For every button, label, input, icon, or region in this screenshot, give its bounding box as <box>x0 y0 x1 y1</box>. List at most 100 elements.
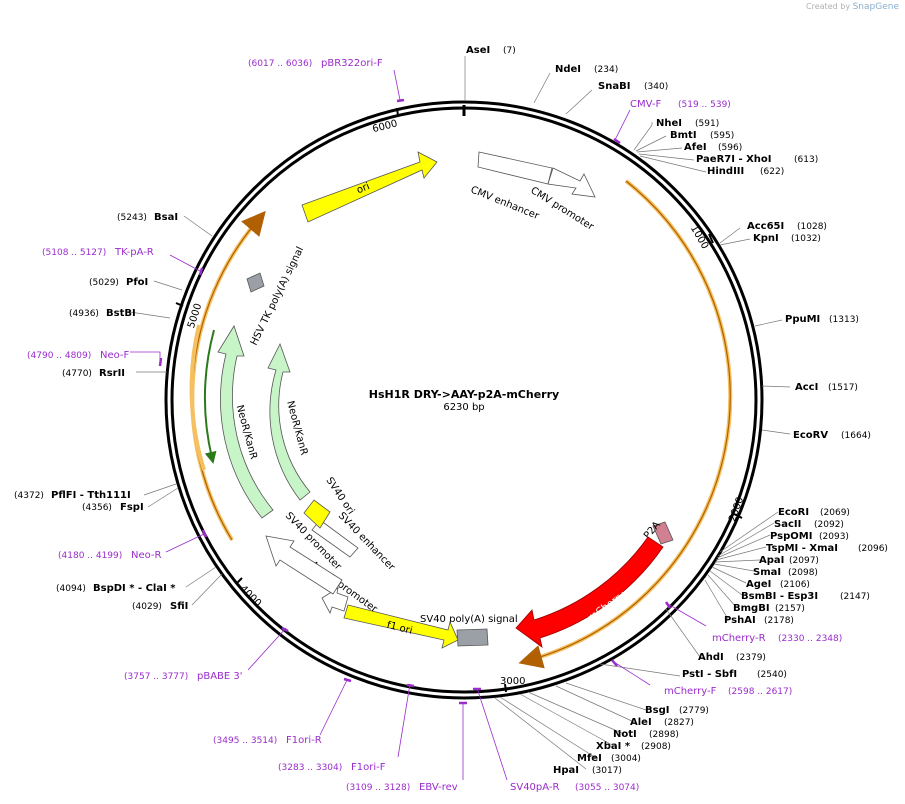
enzyme-pos-snabi: (340) <box>644 82 668 92</box>
snapgene-logo-text: SnapGene <box>852 2 899 12</box>
enzyme-pos-kpni: (1032) <box>791 234 821 244</box>
enzyme-pos-hindiii: (622) <box>760 167 784 177</box>
enzyme-pos-bsmbi-esp3i: (2147) <box>840 592 870 602</box>
enzyme-pos-pshai: (2178) <box>764 616 794 626</box>
feature-mcherry <box>515 536 664 648</box>
enzyme-pos-bmti: (595) <box>710 131 734 141</box>
enzyme-pos-ecorv: (1664) <box>841 431 871 441</box>
feature-neor-kanr-2 <box>267 342 311 501</box>
enzyme-label-pflfi-tth111i: PflFI - Tth111I <box>51 490 131 501</box>
orf-arc-small <box>189 324 206 471</box>
backbone-outer <box>164 100 764 700</box>
orf-arc-green <box>204 329 217 464</box>
enzyme-pos-psti-sbfi: (2540) <box>757 670 787 680</box>
feature-ori <box>301 151 438 223</box>
enzyme-label-ppumi: PpuMI <box>785 314 820 325</box>
enzyme-pos-bstbi: (4936) <box>69 309 99 319</box>
enzyme-pos-xbai: (2908) <box>641 742 671 752</box>
enzyme-pos-bsgi: (2779) <box>679 706 709 716</box>
enzyme-label-sacii: SacII <box>774 519 801 530</box>
enzyme-pos-nhei: (591) <box>695 119 719 129</box>
primer-label-ebv-rev: EBV-rev <box>419 782 458 793</box>
tick-label-3000: 3000 <box>500 676 525 687</box>
primer-label-mcherry-f: mCherry-F <box>664 686 717 697</box>
feature-label-ori: ori <box>355 181 371 196</box>
enzyme-label-bmti: BmtI <box>670 130 697 141</box>
primer-leaders <box>130 69 707 781</box>
feature-label-sv40-polya: SV40 poly(A) signal <box>420 614 518 625</box>
feature-sv40-polya <box>456 628 489 647</box>
tick-4000 <box>235 577 243 585</box>
feature-sv40-promoter <box>265 535 343 595</box>
enzyme-label-kpni: KpnI <box>753 233 779 244</box>
tick-3000 <box>504 683 507 693</box>
enzyme-label-smai: SmaI <box>753 567 781 578</box>
primer-label-cmv-f: CMV-F <box>630 99 661 110</box>
enzyme-label-bstbi: BstBI <box>106 308 136 319</box>
enzyme-pos-bsai: (5243) <box>117 213 147 223</box>
primer-range-f1ori-r: (3495 .. 3514) <box>213 736 277 746</box>
enzyme-pos-smai: (2098) <box>788 568 818 578</box>
primer-range-mcherry-f: (2598 .. 2617) <box>728 687 792 697</box>
enzyme-label-bsgi: BsgI <box>645 705 669 716</box>
feature-p2a <box>652 521 674 545</box>
enzyme-label-sfii: SfiI <box>170 601 188 612</box>
enzyme-pos-hpai: (3017) <box>592 766 622 776</box>
primer-range-tk-pa-r: (5108 .. 5127) <box>42 248 106 258</box>
enzyme-pos-pfoi: (5029) <box>89 278 119 288</box>
enzyme-label-fspi: FspI <box>120 502 144 513</box>
primer-label-pbabe3: pBABE 3' <box>197 671 243 682</box>
primer-range-f1ori-f: (3283 .. 3304) <box>278 763 342 773</box>
enzyme-pos-pspomi: (2093) <box>819 532 849 542</box>
primer-markers <box>158 98 672 705</box>
feature-sv40-ori <box>303 499 331 529</box>
enzyme-label-ecorv: EcoRV <box>793 430 828 441</box>
primer-label-neo-r: Neo-R <box>131 550 162 561</box>
enzyme-pos-acc65i: (1028) <box>797 222 827 232</box>
enzyme-pos-bspdi-clai: (4094) <box>56 584 86 594</box>
feature-label-neor-kanr-2: NeoR/KanR <box>284 400 309 457</box>
plasmid-name: HsH1R DRY->AAY-p2A-mCherry <box>369 388 559 401</box>
enzyme-pos-apai: (2097) <box>789 556 819 566</box>
enzyme-pos-afei: (596) <box>718 143 742 153</box>
feature-label-hsv-tk-polya: HSV TK poly(A) signal <box>249 245 306 347</box>
enzyme-label-asei: AseI <box>466 45 490 56</box>
primer-label-sv40pa-r: SV40pA-R <box>510 782 559 793</box>
primer-label-neo-f: Neo-F <box>100 350 130 361</box>
enzyme-pos-acci: (1517) <box>828 383 858 393</box>
orf-arc-right-core <box>529 180 731 661</box>
enzyme-pos-sacii: (2092) <box>814 520 844 530</box>
enzyme-pos-ppumi: (1313) <box>829 315 859 325</box>
primer-range-pbr322ori-f: (6017 .. 6036) <box>248 59 312 69</box>
enzyme-label-psti-sbfi: PstI - SbfI <box>682 669 737 680</box>
enzyme-label-ahdi: AhdI <box>698 652 724 663</box>
enzyme-pos-mfei: (3004) <box>611 754 641 764</box>
primer-label-f1ori-f: F1ori-F <box>351 762 386 773</box>
enzyme-pos-asei: (7) <box>503 46 516 56</box>
enzyme-label-bsai: BsaI <box>154 212 178 223</box>
tick-label-2000: 2000 <box>727 496 746 524</box>
snapgene-credit: Created by SnapGene <box>806 2 899 12</box>
enzyme-label-pfoi: PfoI <box>126 277 148 288</box>
enzyme-label-alei: AleI <box>630 717 652 728</box>
enzyme-pos-noti: (2898) <box>649 730 679 740</box>
primer-label-f1ori-r: F1ori-R <box>286 735 322 746</box>
tick-5000 <box>175 302 184 307</box>
enzyme-label-xbai: XbaI * <box>596 741 631 752</box>
primer-range-pbabe3: (3757 .. 3777) <box>124 672 188 682</box>
enzyme-label-acci: AccI <box>795 382 818 393</box>
enzyme-pos-pflfi-tth111i: (4372) <box>14 491 44 501</box>
enzyme-label-rsrii: RsrII <box>99 368 125 379</box>
feature-f1-ori <box>343 604 459 649</box>
primer-label-tk-pa-r: TK-pA-R <box>114 247 154 258</box>
primer-range-ebv-rev: (3109 .. 3128) <box>346 783 410 793</box>
enzyme-label-noti: NotI <box>613 729 637 740</box>
enzyme-pos-ndei: (234) <box>594 65 618 75</box>
enzyme-label-ecori: EcoRI <box>778 507 809 518</box>
primer-range-sv40pa-r: (3055 .. 3074) <box>575 783 639 793</box>
enzyme-pos-ecori: (2069) <box>820 508 850 518</box>
enzyme-pos-agei: (2106) <box>780 580 810 590</box>
enzyme-pos-fspi: (4356) <box>82 503 112 513</box>
primer-label-mcherry-r: mCherry-R <box>712 633 766 644</box>
